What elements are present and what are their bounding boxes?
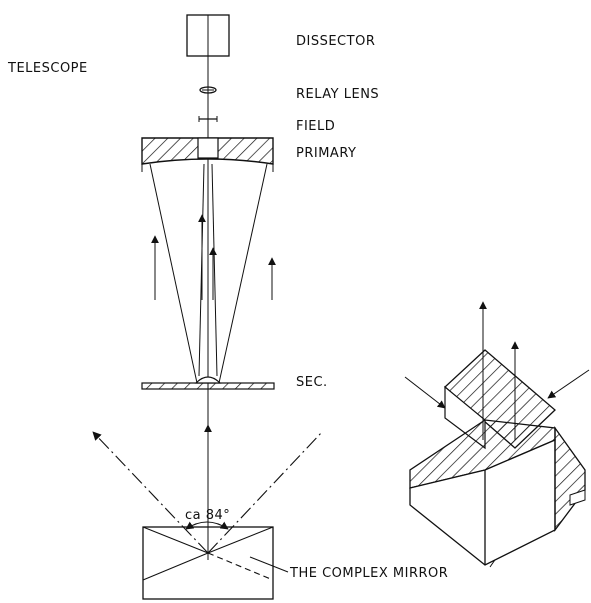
dissector-label: DISSECTOR — [296, 34, 375, 49]
telescope-ray-paths — [141, 163, 276, 450]
field-stop — [198, 116, 218, 122]
complex-mirror-front — [142, 526, 274, 600]
field-label: FIELD — [296, 119, 335, 134]
primary-mirror — [141, 137, 274, 165]
relay-lens — [199, 86, 217, 94]
angle-label: ca 84° — [185, 508, 230, 523]
complex-mirror-3d — [404, 301, 590, 566]
secondary-label: SEC. — [296, 375, 328, 390]
relay-lens-label: RELAY LENS — [296, 87, 379, 102]
secondary-mirror — [141, 376, 275, 390]
telescope-label: TELESCOPE — [7, 61, 88, 76]
primary-label: PRIMARY — [296, 146, 356, 161]
leader-line-left — [249, 556, 289, 573]
complex-mirror-label: THE COMPLEX MIRROR — [289, 566, 448, 581]
dissector — [186, 14, 230, 57]
